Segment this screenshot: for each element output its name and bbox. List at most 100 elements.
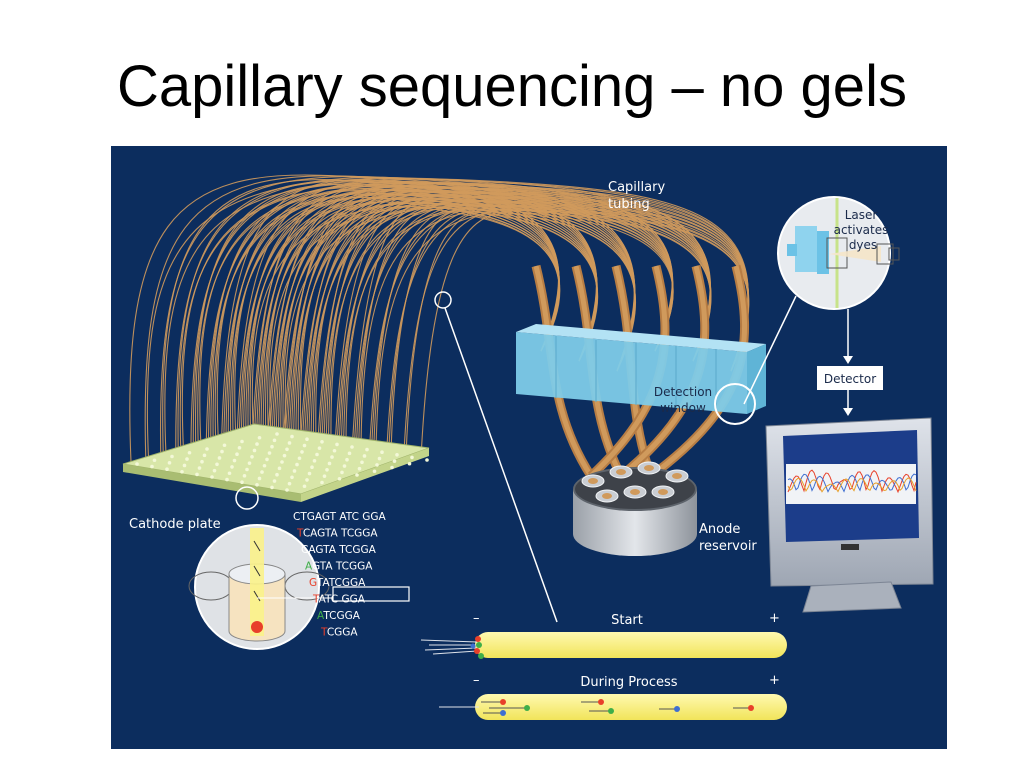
plate-well <box>215 462 219 467</box>
detector-label: Detector <box>824 372 876 386</box>
plate-well <box>292 469 297 473</box>
plate-well <box>257 476 262 481</box>
start-plus-sign: + <box>769 611 780 626</box>
vial-capillary-end <box>602 493 612 499</box>
laser-label-line3: dyes <box>849 238 877 252</box>
plate-well <box>212 468 217 473</box>
plate-well <box>395 453 399 457</box>
plate-well <box>372 469 377 474</box>
plate-well <box>310 465 314 470</box>
plate-well <box>302 484 307 489</box>
detection-window-label-line2: window <box>660 401 706 415</box>
capillary-fiber <box>375 210 750 451</box>
plate-well <box>185 457 189 461</box>
plate-well <box>262 463 267 468</box>
fragment-sequence: CTGAGT ATC GGA <box>293 511 387 523</box>
plate-well <box>280 460 284 464</box>
plate-well <box>272 479 277 483</box>
plate-well <box>167 461 172 465</box>
plate-well <box>222 443 227 448</box>
during-minus-sign: – <box>473 673 480 688</box>
plate-well <box>290 434 294 439</box>
plate-well <box>380 450 384 455</box>
slide-title: Capillary sequencing – no gels <box>117 54 907 119</box>
anode-reservoir <box>573 461 697 556</box>
fragment-sequence: CAGTA TCGGA <box>301 544 377 556</box>
plate-well <box>335 442 339 447</box>
plate-well <box>257 435 262 440</box>
vial-capillary-end <box>658 489 668 495</box>
plate-well <box>205 447 209 451</box>
plate-well <box>282 453 287 458</box>
plate-well <box>390 465 394 470</box>
fragment-sequence: TCAGTA TCGGA <box>296 528 378 540</box>
anode-reservoir-label-line2: reservoir <box>699 539 757 554</box>
plate-well <box>195 472 199 477</box>
plate-well <box>265 457 269 462</box>
plate-well <box>347 451 352 456</box>
fragment-sequence: AGTA TCGGA <box>305 561 373 573</box>
fragment-sequence: ATCGGA <box>317 610 361 622</box>
capillary-fiber <box>420 212 637 459</box>
plate-well <box>375 463 379 467</box>
plate-well <box>287 481 292 486</box>
capillary-sequencing-diagram: Laser activates dyes Detector Ca <box>111 146 947 749</box>
plate-well <box>135 462 139 466</box>
plate-well <box>320 480 324 485</box>
plate-well <box>200 459 204 464</box>
plate-well <box>360 460 364 465</box>
vial-capillary-end <box>588 478 598 484</box>
fragment-sequence: TCGGA <box>320 627 358 639</box>
vial-capillary-end <box>672 473 682 479</box>
plate-well <box>332 448 337 453</box>
capillary-fiber <box>405 211 599 456</box>
plate-well <box>225 477 229 482</box>
detection-window-highlight <box>714 383 756 425</box>
vial-capillary-end <box>644 465 654 471</box>
capillary-tubing-bundle <box>129 174 750 489</box>
plate-well <box>300 450 304 454</box>
plate-well <box>187 450 192 455</box>
vial-capillary-end <box>630 489 640 495</box>
detector-box <box>817 366 883 390</box>
plate-well <box>170 454 174 459</box>
plate-well <box>302 443 307 448</box>
detection-window-label-line1: Detection <box>654 385 712 399</box>
laser-zoom-inset: Laser activates dyes <box>743 196 900 405</box>
plate-well <box>267 451 272 455</box>
plate-well <box>345 457 349 462</box>
plate-well <box>165 467 169 472</box>
plate-well <box>295 462 299 467</box>
during-process-capillary-tube: – + During Process <box>439 673 787 720</box>
arrow-down-icon <box>843 408 853 416</box>
capillary-fiber <box>390 210 561 453</box>
capillary-tubing-label-line2: tubing <box>608 197 650 212</box>
fragment-sequence-list: CTGAGT ATC GGA TCAGTA TCGGA CAGTA TCGGA AGT… <box>293 511 387 639</box>
plate-well <box>425 458 429 462</box>
plate-well <box>322 474 327 478</box>
plate-well <box>305 478 309 482</box>
plate-well <box>230 465 234 469</box>
during-process-label: During Process <box>580 675 677 690</box>
plate-well <box>245 467 249 472</box>
cathode-zoom-inset <box>188 486 333 650</box>
plate-well <box>272 438 277 443</box>
plate-well <box>237 446 242 450</box>
plate-well <box>312 459 317 463</box>
plate-well <box>260 470 264 474</box>
plate-well <box>407 461 412 466</box>
plate-well <box>180 470 184 474</box>
plate-well <box>320 440 324 444</box>
plate-well <box>285 447 289 452</box>
plate-well <box>305 437 309 442</box>
plate-well <box>340 470 344 475</box>
plate-well <box>250 455 254 459</box>
plate-well <box>377 456 382 461</box>
start-label: Start <box>611 613 643 628</box>
anode-reservoir-label-line1: Anode <box>699 522 740 537</box>
plate-well <box>152 458 157 463</box>
arrow-down-icon <box>843 356 853 364</box>
plate-well <box>342 464 347 468</box>
plate-well <box>232 458 237 463</box>
fragment-sequence: GTATCGGA <box>309 577 366 589</box>
